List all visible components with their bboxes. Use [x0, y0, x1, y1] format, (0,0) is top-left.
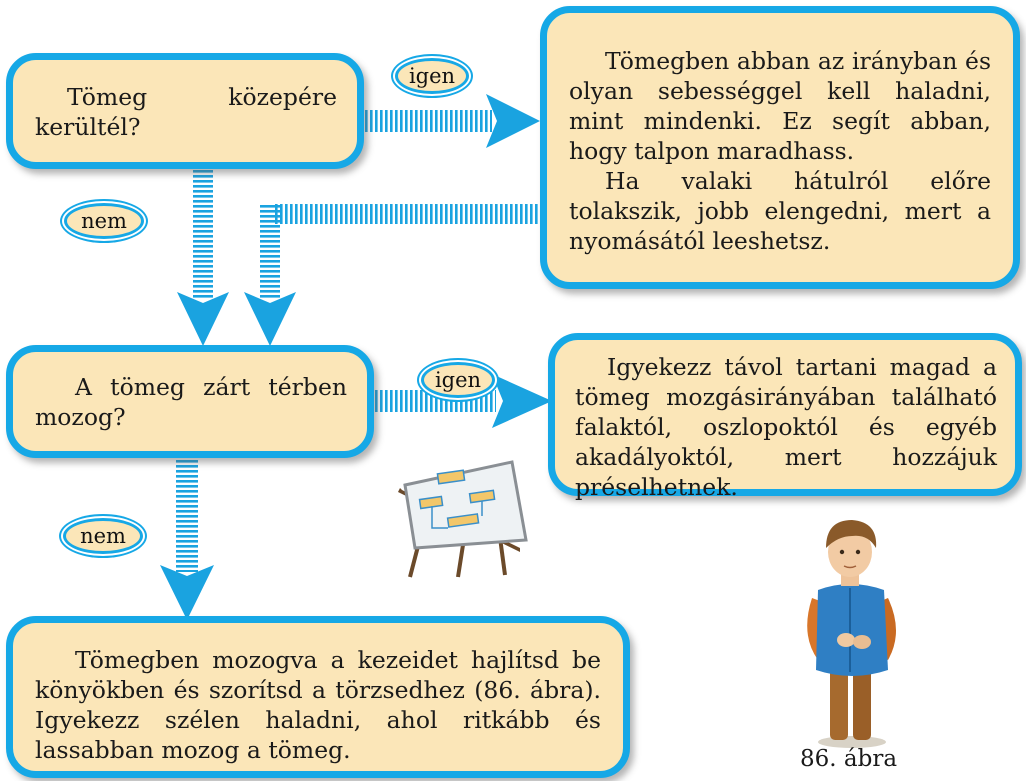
answer-1-para-1: Tömegben abban az irányban és olyan sebe…	[569, 47, 991, 165]
question-box-1: Tömeg közepére kerültél?	[6, 53, 364, 169]
arrow-no-1	[177, 168, 229, 346]
yes-label-2: igen	[421, 362, 495, 398]
flowchart-easel-icon	[398, 460, 528, 578]
question-box-2: A tömeg zárt térben mozog?	[6, 345, 374, 458]
yes-label-1: igen	[395, 58, 469, 94]
answer-3-text: Tömegben mozogva a kezeidet hajlítsd be …	[35, 646, 601, 764]
question-2-text: A tömeg zárt térben mozog?	[35, 373, 347, 431]
boy-illustration	[807, 520, 896, 748]
answer-1-para-2: Ha valaki hátulról előre tolakszik, jobb…	[569, 167, 991, 255]
no-label-1: nem	[64, 203, 144, 239]
arrow-no-2	[160, 450, 214, 620]
arrow-return	[244, 204, 544, 346]
answer-box-3: Tömegben mozogva a kezeidet hajlítsd be …	[6, 616, 630, 778]
figure-caption: 86. ábra	[800, 746, 898, 772]
answer-2-text: Igyekezz távol tartani magad a tömeg moz…	[575, 353, 997, 501]
no-label-2: nem	[63, 518, 143, 554]
answer-box-2: Igyekezz távol tartani magad a tömeg moz…	[548, 333, 1022, 501]
question-1-text: Tömeg közepére kerültél?	[35, 83, 337, 141]
answer-box-1: Tömegben abban az irányban és olyan sebe…	[540, 6, 1020, 289]
arrow-yes-1	[364, 94, 540, 148]
